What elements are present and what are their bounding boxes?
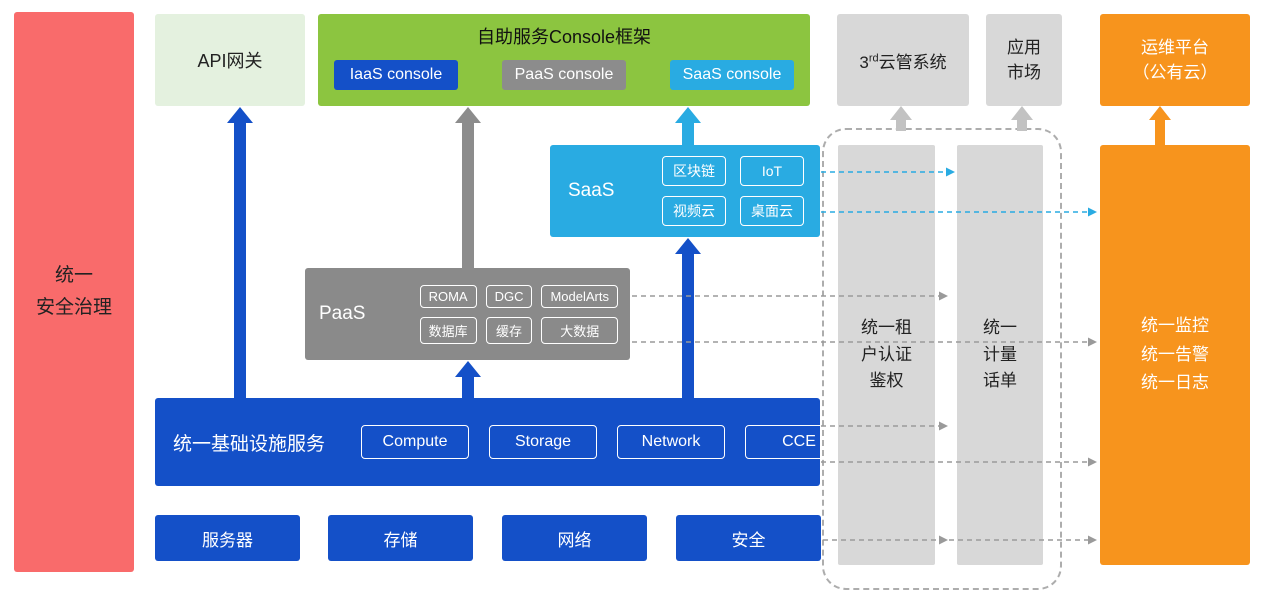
saas-chip: IoT	[740, 156, 804, 186]
paas-chip: ModelArts	[541, 284, 618, 308]
console-framework-box: 自助服务Console框架 IaaS console PaaS console …	[318, 14, 810, 106]
iaas-chip: Network	[617, 425, 726, 459]
saas-layer-label: SaaS	[568, 180, 615, 201]
iaas-chip-row: Compute Storage Network CCE	[361, 425, 854, 459]
paas-layer-box: PaaS ROMA DGC ModelArts 数据库 缓存 大数据	[305, 268, 630, 360]
api-gateway-box: API网关	[155, 14, 305, 106]
arrow-iaas-to-paas	[455, 361, 481, 400]
hardware-security-box: 安全	[676, 515, 821, 561]
arrow-saas-to-console	[675, 107, 701, 147]
arrow-paas-to-console	[455, 107, 481, 270]
saas-chip: 桌面云	[740, 196, 804, 226]
tenant-auth-bar: 统一租 户认证 鉴权	[838, 145, 935, 565]
third-party-cloud-mgmt-box: 3rd云管系统	[837, 14, 969, 106]
paas-chip: 数据库	[419, 316, 477, 344]
hardware-storage-box: 存储	[328, 515, 473, 561]
console-framework-title: 自助服务Console框架	[476, 27, 652, 47]
arrow-iaas-to-saas	[675, 238, 701, 400]
saas-console-button: SaaS console	[670, 60, 794, 90]
common-services-dashed-container	[822, 128, 1062, 590]
app-market-box: 应用 市场	[986, 14, 1062, 106]
iaas-layer-label: 统一基础设施服务	[173, 433, 326, 455]
saas-chip-grid: 区块链 IoT 视频云 桌面云	[662, 156, 804, 226]
paas-chip: 缓存	[485, 316, 533, 344]
paas-chip-grid: ROMA DGC ModelArts 数据库 缓存 大数据	[419, 284, 618, 344]
iaas-console-button: IaaS console	[334, 60, 458, 90]
arrow-iaas-to-api-gateway	[227, 107, 253, 400]
iaas-chip: Storage	[489, 425, 598, 459]
arrow-monitoring-to-om-platform	[1149, 106, 1171, 147]
iaas-layer-box: 统一基础设施服务 Compute Storage Network CCE	[155, 398, 854, 486]
om-platform-box: 运维平台 （公有云）	[1100, 14, 1250, 106]
paas-chip: DGC	[485, 284, 533, 308]
security-governance-bar: 统一 安全治理	[14, 12, 134, 572]
paas-chip: ROMA	[419, 284, 477, 308]
iaas-chip: Compute	[361, 425, 470, 459]
hardware-network-box: 网络	[502, 515, 647, 561]
paas-console-button: PaaS console	[502, 60, 626, 90]
console-button-row: IaaS console PaaS console SaaS console	[318, 60, 810, 90]
saas-layer-box: SaaS 区块链 IoT 视频云 桌面云	[550, 145, 820, 237]
paas-chip: 大数据	[541, 316, 618, 344]
monitoring-alarm-log-box: 统一监控 统一告警 统一日志	[1100, 145, 1250, 565]
hardware-server-box: 服务器	[155, 515, 300, 561]
metering-bar: 统一 计量 话单	[957, 145, 1043, 565]
saas-chip: 区块链	[662, 156, 726, 186]
saas-chip: 视频云	[662, 196, 726, 226]
third-party-label: 3rd云管系统	[859, 51, 947, 72]
paas-layer-label: PaaS	[319, 303, 366, 324]
